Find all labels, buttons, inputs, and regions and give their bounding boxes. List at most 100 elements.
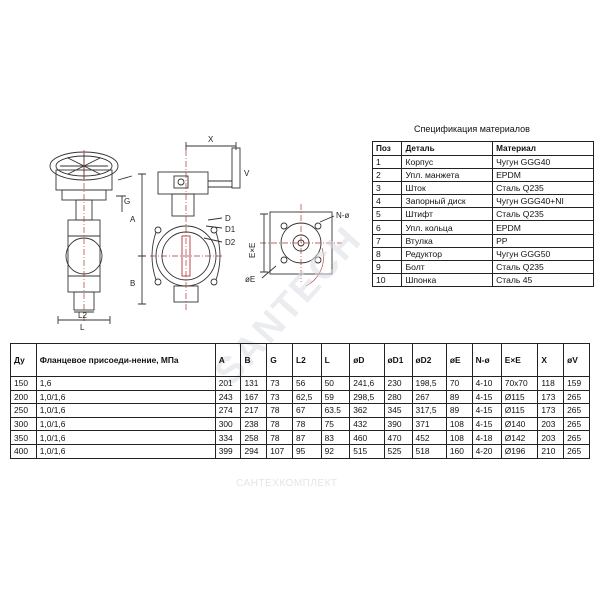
spec-cell: Чугун GGG40 bbox=[492, 154, 594, 169]
spec-cell: Штифт bbox=[401, 207, 494, 222]
label-e: øE bbox=[245, 275, 255, 284]
dim-cell: 70x70 bbox=[500, 376, 539, 391]
label-d: D bbox=[225, 214, 231, 223]
dim-cell: 452 bbox=[411, 430, 447, 445]
spec-cell: Сталь 45 bbox=[492, 273, 594, 288]
spec-cell: Чугун GGG50 bbox=[492, 246, 594, 262]
side-view bbox=[49, 150, 133, 324]
dim-cell: 280 bbox=[383, 389, 413, 405]
dim-cell: 265 bbox=[563, 443, 590, 459]
dim-header: Фланцевое присоеди-нение, МПа bbox=[35, 343, 216, 377]
dim-cell: 150 bbox=[10, 376, 37, 391]
dim-cell: 432 bbox=[349, 416, 385, 432]
dim-cell: 78 bbox=[266, 403, 293, 418]
dim-header: øV bbox=[563, 343, 590, 377]
dim-cell: 294 bbox=[240, 443, 268, 459]
dim-cell: 274 bbox=[214, 403, 242, 418]
dim-cell: 317,5 bbox=[411, 403, 447, 418]
spec-header: Деталь bbox=[401, 141, 494, 156]
dim-cell: 203 bbox=[537, 430, 565, 445]
label-d1: D1 bbox=[225, 225, 236, 234]
spec-cell: 7 bbox=[371, 233, 403, 248]
dim-header: G bbox=[266, 343, 293, 377]
dim-cell: 63.5 bbox=[320, 403, 351, 418]
dim-cell: 92 bbox=[320, 443, 351, 459]
dim-header: A bbox=[214, 343, 242, 377]
dim-cell: 4-15 bbox=[471, 416, 502, 432]
dim-cell: 1,0/1,6 bbox=[35, 430, 216, 445]
dim-cell: 1,6 bbox=[35, 376, 216, 391]
dim-cell: 400 bbox=[10, 443, 37, 459]
spec-cell: Упл. манжета bbox=[401, 167, 494, 182]
dim-cell: 107 bbox=[266, 443, 293, 459]
spec-cell: 4 bbox=[371, 194, 403, 209]
dim-cell: 1,0/1,6 bbox=[35, 403, 216, 418]
spec-cell: Сталь Q235 bbox=[492, 207, 594, 222]
spec-cell: 1 bbox=[371, 154, 403, 169]
spec-cell: Шток bbox=[401, 180, 494, 196]
dim-cell: Ø142 bbox=[500, 430, 539, 445]
dim-cell: 1,0/1,6 bbox=[35, 416, 216, 432]
spec-cell: 2 bbox=[371, 167, 403, 182]
dim-cell: 62,5 bbox=[291, 389, 322, 405]
dim-cell: 131 bbox=[240, 376, 268, 391]
spec-cell: 3 bbox=[371, 180, 403, 196]
spec-cell: 9 bbox=[371, 259, 403, 275]
dim-cell: 390 bbox=[383, 416, 413, 432]
dim-header: L bbox=[320, 343, 351, 377]
spec-cell: 10 bbox=[371, 273, 403, 288]
dim-cell: 265 bbox=[563, 416, 590, 432]
label-a: A bbox=[130, 215, 136, 224]
dim-cell: 89 bbox=[445, 389, 473, 405]
dim-cell: 83 bbox=[320, 430, 351, 445]
top-view bbox=[260, 204, 342, 287]
dim-cell: 350 bbox=[10, 430, 37, 445]
spec-cell: Корпус bbox=[401, 154, 494, 169]
dim-cell: Ø115 bbox=[500, 389, 539, 405]
dim-cell: 1,0/1,6 bbox=[35, 389, 216, 405]
dim-cell: Ø196 bbox=[500, 443, 539, 459]
dim-cell: 95 bbox=[291, 443, 322, 459]
dim-cell: 78 bbox=[266, 430, 293, 445]
label-g: G bbox=[124, 197, 130, 206]
technical-drawing: X V A B D D1 D2 øE E×E N-ø L L2 G bbox=[49, 135, 349, 332]
dim-header: X bbox=[537, 343, 565, 377]
dim-cell: 87 bbox=[291, 430, 322, 445]
dim-cell: 89 bbox=[445, 403, 473, 418]
dim-cell: 70 bbox=[445, 376, 473, 391]
dim-header: øE bbox=[445, 343, 473, 377]
dim-cell: 265 bbox=[563, 403, 590, 418]
dim-cell: 518 bbox=[411, 443, 447, 459]
spec-cell: Запорный диск bbox=[401, 194, 494, 209]
dim-cell: 217 bbox=[240, 403, 268, 418]
dim-cell: 230 bbox=[383, 376, 413, 391]
spec-cell: 8 bbox=[371, 246, 403, 262]
spec-cell: Сталь Q235 bbox=[492, 180, 594, 196]
dim-cell: 371 bbox=[411, 416, 447, 432]
dim-cell: Ø140 bbox=[500, 416, 539, 432]
dim-cell: 118 bbox=[537, 376, 565, 391]
dim-cell: 75 bbox=[320, 416, 351, 432]
dim-cell: 250 bbox=[10, 403, 37, 418]
dim-cell: 210 bbox=[537, 443, 565, 459]
footer-watermark: САНТЕХКОМПЛЕКТ bbox=[236, 478, 338, 489]
dim-cell: 525 bbox=[383, 443, 413, 459]
dim-cell: 108 bbox=[445, 430, 473, 445]
spec-cell: Болт bbox=[401, 259, 494, 275]
dim-cell: 300 bbox=[214, 416, 242, 432]
spec-header: Материал bbox=[492, 141, 594, 156]
spec-cell: Шпонка bbox=[401, 273, 494, 288]
dim-header: B bbox=[240, 343, 268, 377]
label-l2: L2 bbox=[78, 311, 87, 320]
dim-cell: 298,5 bbox=[349, 389, 385, 405]
